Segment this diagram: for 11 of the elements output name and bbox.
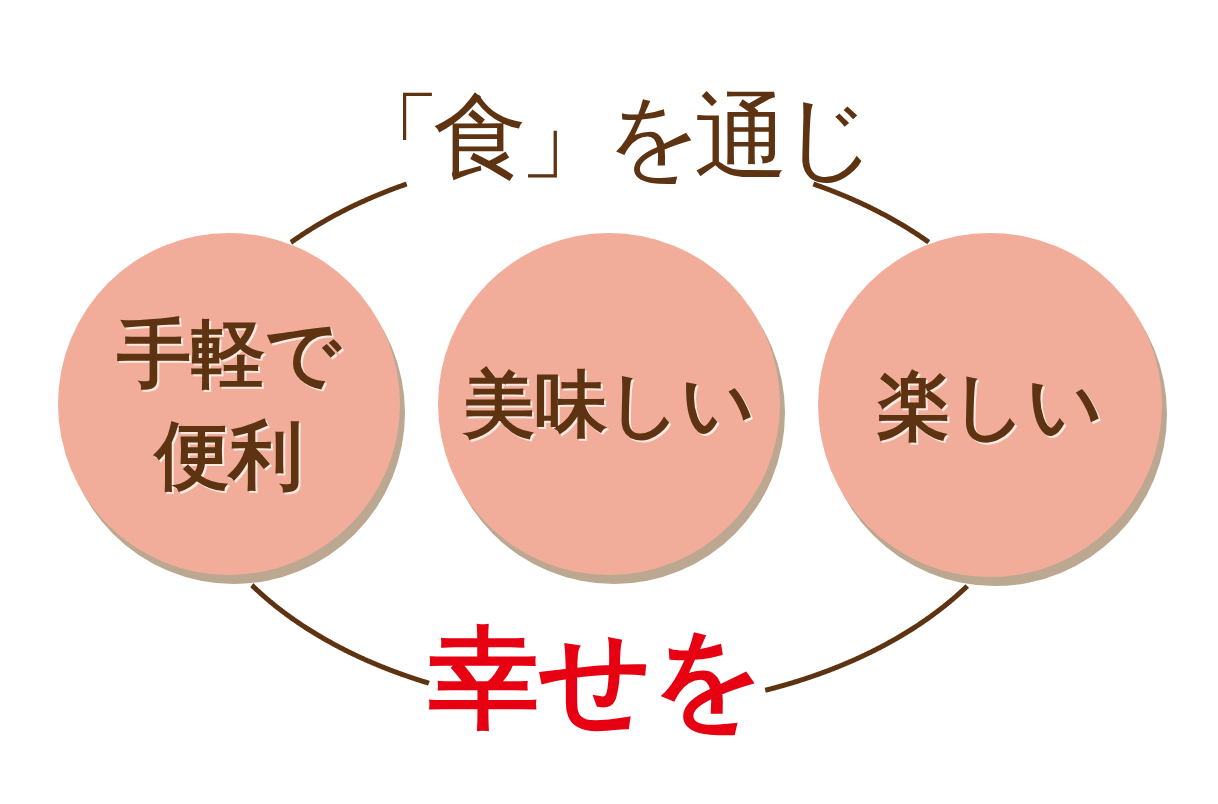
circle-label: 楽しい [877,362,1103,448]
circle-node [438,233,785,584]
connector-line [249,583,431,686]
circle-label: 美味しい [463,362,755,446]
connector-line [811,181,931,245]
circle-node [58,233,405,584]
circle-node [818,233,1167,586]
circle-label: 手軽で便利 [116,309,343,501]
connector-line [763,583,970,693]
connector-line [288,181,409,245]
heading-text: 「食」を通じ [346,90,870,184]
